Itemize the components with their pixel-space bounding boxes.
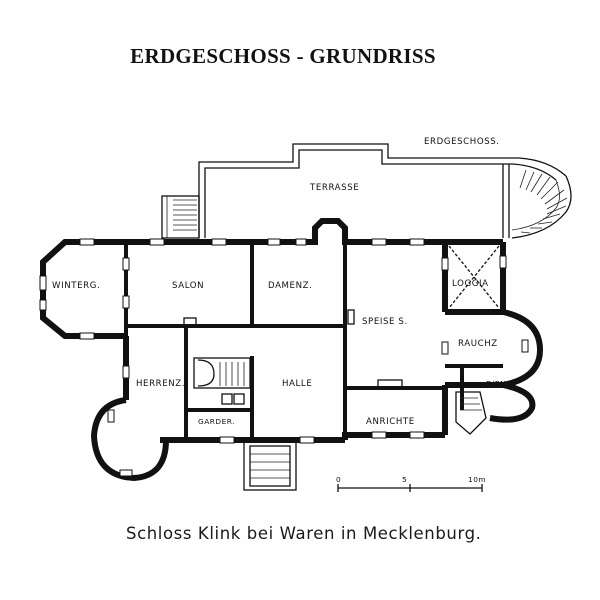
floor-label: ERDGESCHOSS.: [424, 137, 500, 147]
terrace-spiral-stair: [511, 169, 572, 239]
room-labels: ERDGESCHOSS. TERRASSE WINTERG. SALON DAM…: [52, 137, 517, 427]
room-label-rauchz: RAUCHZ: [458, 339, 498, 349]
diener-stair: [455, 391, 487, 435]
room-label-garder: GARDER.: [198, 417, 235, 426]
windows: [39, 238, 529, 477]
room-label-winterg: WINTERG.: [52, 281, 100, 291]
room-label-anrichte: ANRICHTE: [366, 417, 415, 427]
terrace-left-stair: [161, 195, 200, 239]
terrace-outline: [198, 143, 567, 238]
loggia-cross: [448, 245, 500, 309]
scale-bar: 0 5 10m: [336, 475, 486, 492]
page-title: ERDGESCHOSS - GRUNDRISS: [130, 44, 436, 68]
scale-label-ten: 10m: [468, 475, 486, 484]
room-label-halle: HALLE: [282, 379, 312, 389]
room-label-loggia: LOGGIA: [452, 279, 489, 289]
room-label-terrasse: TERRASSE: [309, 183, 359, 193]
room-label-herrenz: HERRENZ.: [136, 379, 185, 389]
scale-label-five: 5: [402, 475, 407, 484]
scale-label-zero: 0: [336, 475, 341, 484]
room-label-diener: DIENER: [486, 379, 517, 388]
plan-caption: Schloss Klink bei Waren in Mecklenburg.: [126, 524, 482, 543]
interior-stair: [193, 357, 251, 405]
fixtures: [183, 309, 403, 389]
room-label-salon: SALON: [172, 281, 204, 291]
entrance-stair: [243, 439, 297, 491]
room-label-speise: SPEISE S.: [362, 317, 408, 327]
room-label-damenz: DAMENZ.: [268, 281, 312, 291]
